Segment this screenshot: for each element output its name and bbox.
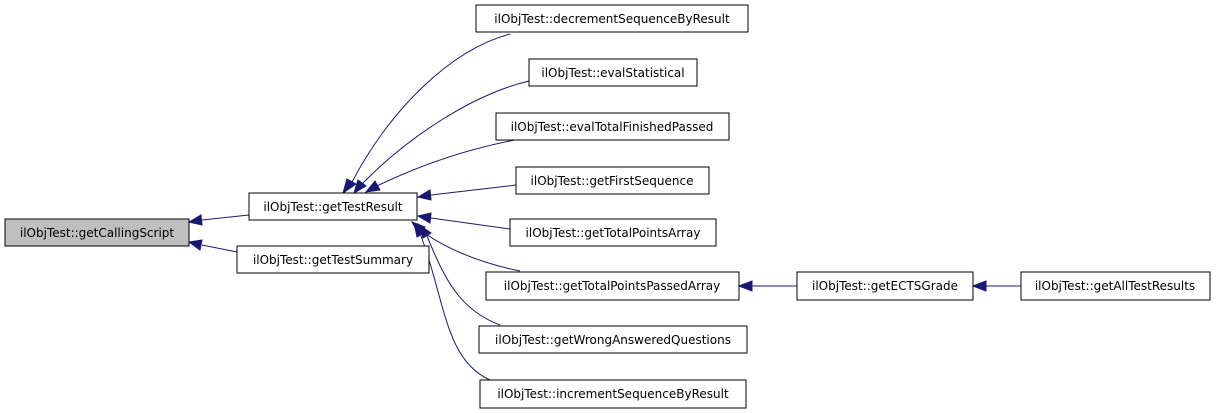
edge-evalStatistical-to-getTestResult [362, 80, 530, 184]
edges [187, 33, 1021, 381]
node-label: ilObjTest::getECTSGrade [812, 279, 958, 293]
edge-getTestResult-to-getCallingScript [201, 214, 250, 221]
node-label: ilObjTest::getAllTestResults [1035, 279, 1195, 293]
arrowhead [342, 178, 357, 195]
node-getTestSummary[interactable]: ilObjTest::getTestSummary [236, 245, 430, 274]
node-incrementSequenceByResult[interactable]: ilObjTest::incrementSequenceByResult [479, 379, 747, 409]
node-getFirstSequence[interactable]: ilObjTest::getFirstSequence [515, 166, 710, 195]
node-getTestResult[interactable]: ilObjTest::getTestResult [248, 192, 418, 221]
node-label: ilObjTest::getTotalPointsArray [526, 226, 701, 240]
node-getTotalPointsPassedArray[interactable]: ilObjTest::getTotalPointsPassedArray [485, 271, 740, 301]
arrowhead [413, 221, 427, 238]
node-label: ilObjTest::getFirstSequence [531, 174, 694, 188]
node-getECTSGrade[interactable]: ilObjTest::getECTSGrade [796, 271, 974, 301]
node-label: ilObjTest::evalStatistical [541, 66, 684, 80]
arrowhead [187, 239, 203, 251]
arrowhead [416, 212, 432, 224]
arrowhead [971, 280, 987, 292]
node-decrementSequenceByResult[interactable]: ilObjTest::decrementSequenceByResult [475, 4, 749, 33]
node-evalTotalFinishedPassed[interactable]: ilObjTest::evalTotalFinishedPassed [495, 112, 730, 141]
node-evalStatistical[interactable]: ilObjTest::evalStatistical [528, 58, 698, 87]
arrowhead [737, 280, 753, 292]
edge-evalTotalFinishedPassed-to-getTestResult [376, 138, 521, 187]
node-label: ilObjTest::decrementSequenceByResult [494, 12, 730, 26]
arrowhead [353, 179, 367, 195]
node-getTotalPointsArray[interactable]: ilObjTest::getTotalPointsArray [509, 218, 717, 247]
edge-decrementSequenceByResult-to-getTestResult [351, 33, 511, 183]
node-getCallingScript[interactable]: ilObjTest::getCallingScript [4, 218, 190, 247]
arrowhead [364, 180, 381, 193]
arrowhead [187, 214, 203, 226]
node-getAllTestResults[interactable]: ilObjTest::getAllTestResults [1020, 271, 1211, 301]
edge-getTestSummary-to-getCallingScript [201, 244, 238, 253]
node-label: ilObjTest::getCallingScript [20, 226, 175, 240]
edge-getFirstSequence-to-getTestResult [430, 184, 517, 196]
arrowhead [416, 189, 432, 201]
node-label: ilObjTest::getTestResult [263, 200, 402, 214]
node-label: ilObjTest::getWrongAnsweredQuestions [495, 333, 731, 347]
edge-getWrongAnsweredQuestions-to-getTestResult [426, 235, 501, 326]
edge-incrementSequenceByResult-to-getTestResult [420, 235, 491, 381]
node-label: ilObjTest::getTotalPointsPassedArray [504, 279, 720, 293]
node-getWrongAnsweredQuestions[interactable]: ilObjTest::getWrongAnsweredQuestions [478, 325, 748, 354]
node-label: ilObjTest::getTestSummary [253, 253, 413, 267]
edge-getTotalPointsArray-to-getTestResult [430, 217, 511, 230]
node-label: ilObjTest::incrementSequenceByResult [497, 387, 729, 401]
edge-getTotalPointsPassedArray-to-getTestResult [421, 230, 521, 272]
nodes: ilObjTest::getCallingScript ilObjTest::g… [4, 4, 1211, 409]
node-label: ilObjTest::evalTotalFinishedPassed [511, 120, 714, 134]
